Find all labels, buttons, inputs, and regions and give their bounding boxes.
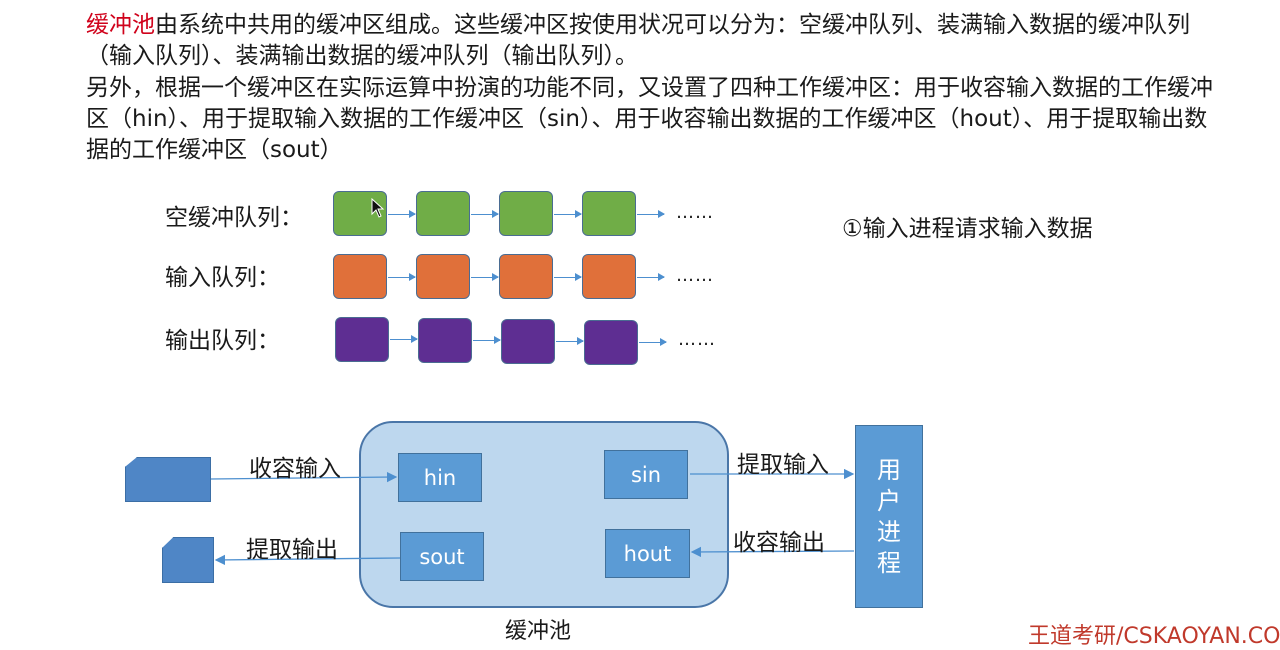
output-queue-arrow-4: [639, 338, 667, 346]
empty-queue-arrow-3: [554, 210, 582, 218]
empty-queue-arrow-4: [637, 210, 665, 218]
watermark: 王道考研/CSKAOYAN.COM: [1028, 624, 1280, 649]
output-queue-arrow-2: [473, 336, 501, 344]
step-annotation: ①输入进程请求输入数据: [842, 216, 1093, 242]
input-buffer-3: [499, 254, 553, 299]
extract-output-label: 提取输出: [246, 537, 338, 563]
sin-buffer: sin: [604, 450, 688, 499]
empty-buffer-3: [499, 191, 553, 236]
hout-buffer: hout: [605, 529, 690, 578]
intro-paragraph-1: 缓冲池由系统中共用的缓冲区组成。这些缓冲区按使用状况可以分为：空缓冲队列、装满输…: [86, 10, 1216, 72]
output-buffer-1: [335, 317, 389, 362]
input-queue-ellipsis: ……: [676, 265, 714, 286]
empty-queue-arrow-2: [471, 210, 499, 218]
user-process-char-1: 用: [877, 455, 901, 484]
output-queue-arrow-3: [556, 337, 584, 345]
empty-queue-label: 空缓冲队列：: [165, 205, 303, 231]
extract-output-arrow: [214, 554, 401, 566]
buffer-pool-label: 缓冲池: [505, 619, 572, 644]
user-process-char-4: 程: [877, 548, 901, 577]
output-queue-arrow-1: [390, 335, 418, 343]
collect-output-arrow: [690, 546, 855, 558]
input-buffer-2: [416, 254, 470, 299]
hin-buffer: hin: [398, 453, 482, 502]
intro-paragraph-2: 另外，根据一个缓冲区在实际运算中扮演的功能不同，又设置了四种工作缓冲区：用于收容…: [86, 75, 1213, 163]
empty-queue-ellipsis: ……: [676, 202, 714, 223]
input-device: [125, 457, 211, 502]
sout-buffer: sout: [400, 532, 484, 581]
input-buffer-4: [582, 254, 636, 299]
input-queue-arrow-2: [471, 273, 499, 281]
intro-line1-text: 由系统中共用的缓冲区组成。这些缓冲区按使用状况可以分为：空缓冲队列、装满输入数据…: [86, 12, 1190, 69]
output-device: [162, 537, 214, 583]
output-buffer-4: [584, 320, 638, 365]
user-process: 用 户 进 程: [855, 425, 923, 608]
collect-output-label: 收容输出: [733, 530, 825, 556]
extract-input-label: 提取输入: [737, 452, 829, 478]
collect-input-label: 收容输入: [249, 456, 341, 482]
empty-buffer-4: [582, 191, 636, 236]
input-queue-arrow-1: [388, 273, 416, 281]
input-queue-arrow-3: [554, 273, 582, 281]
output-buffer-3: [501, 319, 555, 364]
output-queue-ellipsis: ……: [678, 329, 716, 350]
user-process-char-2: 户: [877, 486, 901, 515]
input-queue-arrow-4: [637, 273, 665, 281]
input-queue-label: 输入队列：: [165, 265, 280, 291]
output-buffer-2: [418, 318, 472, 363]
cursor-icon: [371, 198, 385, 218]
empty-buffer-2: [416, 191, 470, 236]
empty-queue-arrow-1: [388, 210, 416, 218]
buffer-pool-term: 缓冲池: [86, 12, 155, 38]
user-process-char-3: 进: [877, 517, 901, 546]
input-buffer-1: [333, 254, 387, 299]
collect-input-arrow: [210, 471, 398, 483]
output-queue-label: 输出队列：: [165, 328, 280, 354]
